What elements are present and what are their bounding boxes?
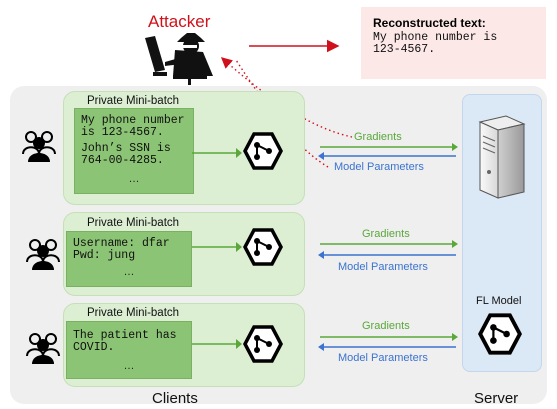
model-hexagon-icon — [243, 228, 283, 266]
text-line: Username: dfar — [73, 237, 170, 250]
private-text-box: The patient has COVID. … — [66, 321, 192, 379]
hacker-icon — [145, 33, 213, 85]
model-parameters-label: Model Parameters — [338, 261, 428, 273]
ellipsis: … — [123, 266, 135, 278]
text-line: is 123-4567. — [81, 126, 164, 139]
arrow-to-model — [192, 339, 242, 349]
attacker-label: Attacker — [148, 12, 211, 31]
server-section-label: Server — [474, 390, 519, 407]
user-group-icon — [26, 239, 60, 270]
gradients-label: Gradients — [354, 131, 402, 143]
exchange-arrows-2 — [318, 240, 458, 259]
arrow-to-model — [192, 148, 242, 158]
text-line: My phone number — [81, 114, 185, 127]
arrow-to-model — [192, 242, 242, 252]
clients-section-label: Clients — [152, 390, 198, 407]
exchange-arrows-3 — [318, 333, 458, 351]
reconstructed-title: Reconstructed text: — [373, 16, 486, 30]
model-hexagon-icon — [243, 325, 283, 363]
ellipsis: … — [123, 360, 135, 372]
reconstructed-line-1: My phone number is — [373, 31, 498, 44]
gradients-label: Gradients — [362, 228, 410, 240]
reconstructed-text-box: Reconstructed text: My phone number is 1… — [361, 7, 546, 79]
private-text-box: My phone number is 123-4567. John’s SSN … — [74, 108, 194, 194]
gradients-label: Gradients — [362, 320, 410, 332]
private-text-box: Username: dfar Pwd: jung … — [66, 231, 192, 287]
text-line: John’s SSN is — [81, 142, 171, 155]
client-box-1: Private Mini-batch My phone number is 12… — [63, 91, 305, 205]
user-group-icon — [26, 333, 60, 364]
user-group-icon — [22, 131, 56, 162]
ellipsis: … — [128, 173, 140, 185]
reconstructed-line-2: 123-4567. — [373, 43, 436, 56]
server-tower-icon — [478, 115, 526, 199]
client-box-3: Private Mini-batch The patient has COVID… — [63, 303, 305, 387]
fl-model-label: FL Model — [476, 295, 522, 307]
batch-title: Private Mini-batch — [87, 95, 180, 107]
model-hexagon-icon — [243, 132, 283, 170]
text-line: COVID. — [73, 341, 115, 354]
batch-title: Private Mini-batch — [87, 217, 180, 229]
fl-model-hexagon-icon — [478, 313, 522, 355]
batch-title: Private Mini-batch — [87, 307, 180, 319]
text-line: 764-00-4285. — [81, 154, 164, 167]
text-line: Pwd: jung — [73, 249, 136, 262]
exchange-arrows-1 — [318, 143, 458, 160]
model-parameters-label: Model Parameters — [334, 161, 424, 173]
model-parameters-label: Model Parameters — [338, 352, 428, 364]
text-line: The patient has — [73, 329, 177, 342]
